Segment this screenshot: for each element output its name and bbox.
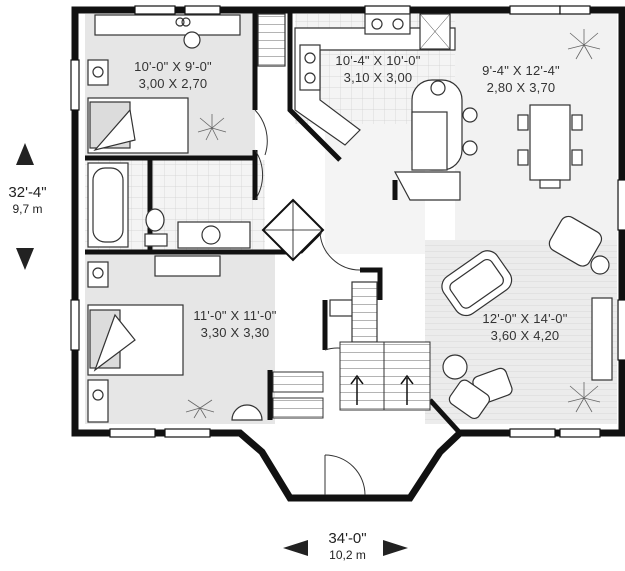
room-label-living-room: 12'-0" X 14'-0" 3,60 X 4,20 [470, 310, 580, 344]
room-dim-metric: 2,80 X 3,70 [486, 80, 556, 95]
room-label-master-bedroom: 11'-0" X 11'-0" 3,30 X 3,30 [180, 307, 290, 341]
room-label-dining: 9'-4" X 12'-4" 2,80 X 3,70 [471, 62, 571, 96]
room-dim-imperial: 12'-0" X 14'-0" [482, 311, 568, 326]
closet-icon [261, 198, 325, 262]
width-metric: 10,2 m [329, 548, 366, 562]
room-label-kitchen: 10'-4" X 10'-0" 3,10 X 3,00 [328, 52, 428, 86]
right-arrow-icon [383, 540, 408, 556]
up-arrow-icon [16, 143, 34, 165]
windows [70, 5, 625, 438]
bathroom-fixtures [87, 162, 251, 249]
room-dim-imperial: 11'-0" X 11'-0" [193, 308, 277, 323]
island-icon [393, 79, 478, 201]
room-dim-imperial: 9'-4" X 12'-4" [482, 63, 560, 78]
dimension-arrows [16, 143, 408, 556]
room-label-bedroom-2: 10'-0" X 9'-0" 3,00 X 2,70 [118, 58, 228, 92]
toilet-icon [145, 208, 165, 232]
dresser-icon [154, 255, 221, 277]
room-dim-metric: 3,60 X 4,20 [490, 328, 560, 343]
room-dim-imperial: 10'-0" X 9'-0" [134, 59, 212, 74]
depth-imperial: 32'-4" [8, 184, 47, 201]
master-bedroom-furniture [87, 255, 378, 423]
armchair-icon [548, 215, 603, 267]
depth-dimension: 32'-4" 9,7 m [0, 184, 55, 218]
room-dim-metric: 3,10 X 3,00 [343, 70, 413, 85]
interior-walls [85, 10, 462, 435]
left-arrow-icon [283, 540, 308, 556]
light-fixture-icon [185, 29, 601, 419]
room-dim-imperial: 10'-4" X 10'-0" [335, 53, 421, 68]
tv-cabinet-icon [591, 297, 613, 381]
kitchen-counters [294, 13, 456, 146]
dining-table-icon [517, 104, 583, 189]
depth-metric: 9,7 m [12, 202, 43, 216]
room-dim-metric: 3,30 X 3,30 [200, 325, 270, 340]
living-room-furniture [441, 215, 613, 420]
staircase [272, 341, 431, 419]
room-dim-metric: 3,00 X 2,70 [138, 76, 208, 91]
width-dimension: 34'-0" 10,2 m [315, 530, 380, 564]
width-imperial: 34'-0" [328, 530, 367, 547]
bedroom-2-furniture [87, 13, 286, 154]
down-arrow-icon [16, 248, 34, 270]
desk-icon [94, 14, 241, 36]
